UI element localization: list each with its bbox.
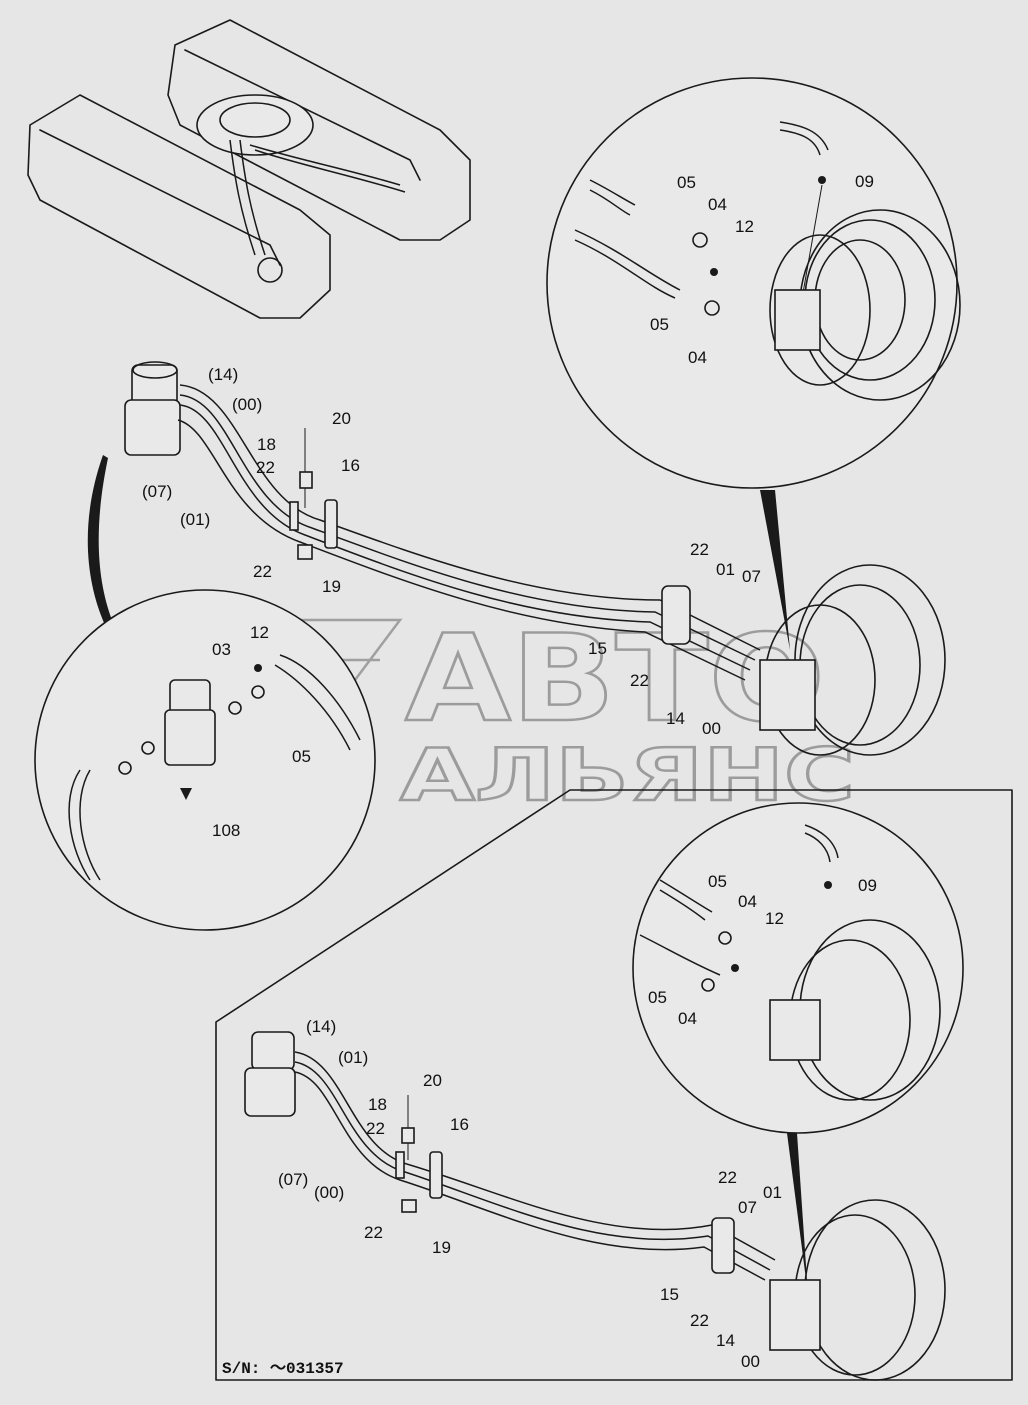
callout-upper-detail-05b: 05: [650, 315, 669, 334]
callout-upper-00: (00): [232, 395, 262, 414]
callout-upper-01: (01): [180, 510, 210, 529]
callout-upper-22d: 22: [630, 671, 649, 690]
callout-upper-01b: 01: [716, 560, 735, 579]
callout-upper-07: (07): [142, 482, 172, 501]
callout-lower-14b: 14: [716, 1331, 735, 1350]
leader-upper-detail: [760, 490, 790, 650]
callout-lower-detail-04a: 04: [738, 892, 757, 911]
callout-lower-20: 20: [423, 1071, 442, 1090]
detail-circle-left: [34, 455, 376, 931]
detail-circle-lower: [632, 802, 964, 1295]
final-drive-upper-main: [759, 564, 946, 756]
callout-upper-detail-04a: 04: [708, 195, 727, 214]
callout-upper-07b: 07: [742, 567, 761, 586]
callout-lower-detail-09: 09: [858, 876, 877, 895]
callout-left-108: 108: [212, 821, 240, 840]
callout-lower-detail-05a: 05: [708, 872, 727, 891]
undercarriage-overview: [27, 19, 471, 319]
watermark-line1: АВТО: [405, 610, 825, 749]
callout-lower-16: 16: [450, 1115, 469, 1134]
main-assembly-lower: [244, 1031, 946, 1381]
callout-lower-22b: 22: [364, 1223, 383, 1242]
final-drive-upper: [769, 209, 961, 401]
callout-lower-15: 15: [660, 1285, 679, 1304]
callout-upper-detail-04b: 04: [688, 348, 707, 367]
callout-upper-22b: 22: [253, 562, 272, 581]
callout-left-03: 03: [212, 640, 231, 659]
callout-upper-18: 18: [257, 435, 276, 454]
callout-left-12: 12: [250, 623, 269, 642]
callout-lower-00: (00): [314, 1183, 344, 1202]
callout-lower-01: (01): [338, 1048, 368, 1067]
callout-upper-00b: 00: [702, 719, 721, 738]
callout-upper-detail-12: 12: [735, 217, 754, 236]
callout-upper-19: 19: [322, 577, 341, 596]
detail-circle-upper: [546, 77, 961, 489]
callout-lower-22d: 22: [690, 1311, 709, 1330]
serial-number-note: S/N: ～031357: [222, 1360, 344, 1378]
callout-upper-14b: 14: [666, 709, 685, 728]
callout-lower-19: 19: [432, 1238, 451, 1257]
callout-upper-22c: 22: [690, 540, 709, 559]
callout-lower-14: (14): [306, 1017, 336, 1036]
callout-upper-detail-05a: 05: [677, 173, 696, 192]
callout-upper-22a: 22: [256, 458, 275, 477]
callout-left-05: 05: [292, 747, 311, 766]
callout-upper-detail-09: 09: [855, 172, 874, 191]
leader-left-detail: [87, 455, 112, 625]
callout-lower-detail-05b: 05: [648, 988, 667, 1007]
callout-upper-15: 15: [588, 639, 607, 658]
callout-lower-detail-12: 12: [765, 909, 784, 928]
callout-lower-07: (07): [278, 1170, 308, 1189]
swivel-joint-upper: [124, 361, 181, 456]
callout-lower-18: 18: [368, 1095, 387, 1114]
callout-lower-22c: 22: [718, 1168, 737, 1187]
callout-upper-14: (14): [208, 365, 238, 384]
callout-lower-01b: 01: [763, 1183, 782, 1202]
callout-lower-detail-04b: 04: [678, 1009, 697, 1028]
callout-lower-00b: 00: [741, 1352, 760, 1371]
main-assembly-upper: [124, 361, 946, 756]
callout-upper-20: 20: [332, 409, 351, 428]
callout-upper-16: 16: [341, 456, 360, 475]
callout-lower-22a: 22: [366, 1119, 385, 1138]
callout-lower-07b: 07: [738, 1198, 757, 1217]
